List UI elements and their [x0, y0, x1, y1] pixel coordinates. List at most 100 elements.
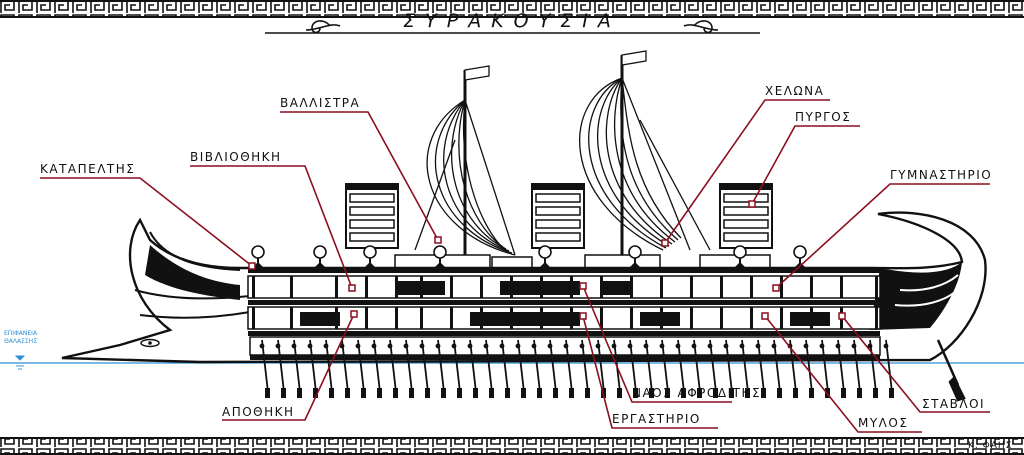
- bulkhead-lower: [690, 307, 693, 329]
- oarlock: [483, 343, 489, 349]
- oar-blade: [393, 388, 398, 398]
- deck-figure-head: [313, 245, 327, 259]
- oar: [293, 339, 301, 393]
- oarlock: [339, 343, 345, 349]
- oar-blade: [457, 388, 462, 398]
- oar: [693, 339, 701, 393]
- oar: [469, 339, 477, 393]
- bulkhead-lower: [750, 307, 753, 329]
- oarlock: [675, 343, 681, 349]
- label-vivliothiki: ΒΙΒΛΙΟΘΗΚΗ: [190, 150, 282, 164]
- label-apothiki: ΑΠΟΘΗΚΗ: [222, 405, 295, 419]
- oarlock: [771, 343, 777, 349]
- compartment: [790, 312, 830, 326]
- leader-marker: [579, 312, 587, 320]
- oar: [309, 339, 317, 393]
- oar: [805, 339, 813, 393]
- bulkhead-lower: [290, 307, 293, 329]
- oarlock: [883, 343, 889, 349]
- oar: [325, 339, 333, 393]
- bulkhead-lower: [600, 307, 603, 329]
- oar-blade: [633, 388, 638, 398]
- bulkhead-lower: [252, 307, 255, 329]
- oar: [501, 339, 509, 393]
- oarlock: [419, 343, 425, 349]
- bulkhead-lower: [420, 307, 423, 329]
- oarlock: [403, 343, 409, 349]
- oar-blade: [713, 388, 718, 398]
- oar-blade: [281, 388, 286, 398]
- deck-figure-base: [794, 262, 806, 268]
- sail-fore: [414, 99, 516, 256]
- deck-figure-base: [314, 262, 326, 268]
- leader-line: [664, 99, 830, 244]
- oar: [389, 339, 397, 393]
- oar-blade: [377, 388, 382, 398]
- oarlock: [499, 343, 505, 349]
- leader-line: [775, 183, 990, 289]
- author-credit: Κ. ΦΑΗΣ: [968, 441, 1013, 451]
- leader-line: [764, 315, 922, 433]
- label-chelona: ΧΕΛΩΝΑ: [765, 84, 825, 98]
- upper-deck: [394, 254, 771, 270]
- oarlock: [515, 343, 521, 349]
- bulkhead-lower: [780, 307, 783, 329]
- oar-blade: [809, 388, 814, 398]
- bulkhead-lower: [450, 307, 453, 329]
- label-ballistra: ΒΑΛΛΙΣΤΡΑ: [280, 96, 361, 110]
- tower-mid: [531, 183, 585, 249]
- tower-aft: [345, 183, 399, 249]
- oar-blade: [761, 388, 766, 398]
- oar: [357, 339, 365, 393]
- oar: [485, 339, 493, 393]
- oarlock: [803, 343, 809, 349]
- dark-compartments: [300, 281, 830, 326]
- leader-line: [582, 315, 718, 429]
- oar-blade: [569, 388, 574, 398]
- oar-blade: [265, 388, 270, 398]
- deck-figure-head: [793, 245, 807, 259]
- sea-surface-line-2: ΘΑΛΑΣΣΗΣ: [4, 338, 37, 345]
- oarlock: [563, 343, 569, 349]
- oar: [565, 339, 573, 393]
- oar: [581, 339, 589, 393]
- oar-blade: [681, 388, 686, 398]
- bulkhead-upper: [290, 276, 293, 298]
- oar-blade: [441, 388, 446, 398]
- oarlock: [531, 343, 537, 349]
- bulkhead-lower: [720, 307, 723, 329]
- compartment: [600, 281, 630, 295]
- oarlock: [595, 343, 601, 349]
- bulkhead-lower: [630, 307, 633, 329]
- oar-blade: [585, 388, 590, 398]
- oar-blade: [697, 388, 702, 398]
- deck-figure-head: [433, 245, 447, 259]
- leader-marker: [348, 284, 356, 292]
- deck-figures: [251, 245, 807, 268]
- oarlock: [867, 343, 873, 349]
- bulkhead-lower: [395, 307, 398, 329]
- leader-line: [280, 111, 439, 241]
- deck-figure-base: [734, 262, 746, 268]
- oar: [853, 339, 861, 393]
- leader-marker: [350, 310, 358, 318]
- oar: [341, 339, 349, 393]
- oar-blade: [617, 388, 622, 398]
- leader-line: [222, 313, 355, 421]
- oar: [677, 339, 685, 393]
- deck-figure-base: [629, 262, 641, 268]
- oar-blade: [777, 388, 782, 398]
- compartment: [470, 312, 580, 326]
- oarlock: [435, 343, 441, 349]
- oar-blade: [489, 388, 494, 398]
- deck-figure-base: [539, 262, 551, 268]
- oar-blade: [313, 388, 318, 398]
- label-stavloi: ΣΤΑΒΛΟΙ: [922, 397, 986, 411]
- leader-lines: [40, 99, 990, 433]
- bulkhead-upper: [252, 276, 255, 298]
- oar: [421, 339, 429, 393]
- bulkhead-upper: [690, 276, 693, 298]
- oar: [597, 339, 605, 393]
- deck-figure-head: [538, 245, 552, 259]
- leader-marker: [434, 236, 442, 244]
